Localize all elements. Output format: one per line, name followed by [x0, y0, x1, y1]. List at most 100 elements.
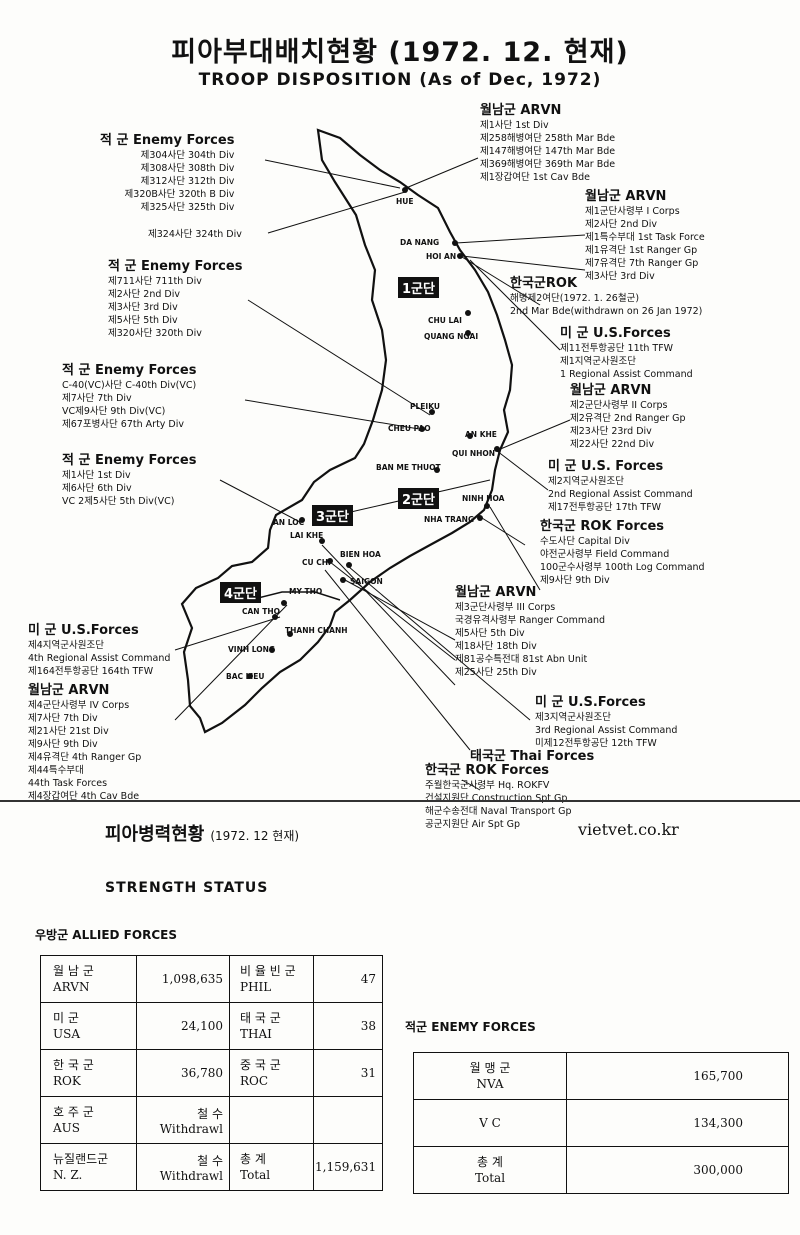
unit-label: 제1사단 1st Div [480, 120, 549, 131]
city-label: NHA TRANG [424, 515, 475, 524]
city-label: CU CHI [302, 558, 331, 567]
unit-label: 제9사단 9th Div [28, 739, 98, 750]
section-divider [0, 800, 800, 802]
unit-label: 국경유격사령부 Ranger Command [455, 615, 606, 626]
leader-lines [174, 157, 586, 791]
unit-label: 제11전투항공단 11th TFW [560, 343, 674, 354]
force-value-cell: 1,098,635 [136, 955, 230, 1003]
unit-label: 3rd Regional Assist Command [535, 725, 678, 736]
city-label: HOI AN [426, 252, 457, 261]
enemy-forces-group: 제324사단 324th Div [148, 228, 242, 241]
force-value-cell: 36,780 [136, 1049, 230, 1097]
corps-badge: 3군단 [312, 505, 353, 526]
unit-label: 제25사단 25th Div [455, 667, 537, 678]
city-label: PLEIKU [410, 402, 440, 411]
unit-label: 제320B사단 320th B Div [124, 189, 235, 200]
unit-label: 건설지원단 Construction Spt Gp [425, 793, 568, 804]
group-header: 미 군 U.S.Forces [535, 695, 646, 710]
unit-label: 제22사단 22nd Div [570, 439, 655, 450]
unit-label: 4th Regional Assist Command [28, 653, 171, 664]
unit-label: 제711사단 711th Div [108, 276, 202, 287]
unit-label: 2nd Mar Bde(withdrawn on 26 Jan 1972) [510, 306, 703, 317]
unit-label: 제164전투항공단 164th TFW [28, 666, 154, 677]
unit-label: 야전군사령부 Field Command [540, 549, 670, 560]
group-header: 월남군 ARVN [28, 683, 110, 698]
group-header: 한국군 ROK Forces [425, 763, 550, 778]
unit-label: 제1사단 1st Div [62, 470, 131, 481]
unit-label: 제7유격단 7th Ranger Gp [585, 258, 699, 269]
unit-label: 제2군단사령부 II Corps [570, 400, 668, 411]
group-header: 월남군 ARVN [570, 383, 652, 398]
map-title: 피아부대배치현황 (1972. 12. 현재) [171, 37, 629, 68]
unit-label: 100군수사령부 100th Log Command [540, 562, 705, 573]
unit-label: 제3지역군사원조단 [535, 712, 611, 723]
unit-label: VC제9사단 9th Div(VC) [62, 406, 166, 417]
strength-title: 피아병력현황(1972. 12 현재) [105, 824, 300, 845]
group-header: 적 군 Enemy Forces [62, 453, 197, 468]
city-label: AN LOC [273, 518, 305, 527]
unit-label: 제81공수특전대 81st Abn Unit [455, 654, 588, 665]
force-value-cell: 165,700 [566, 1052, 789, 1100]
corps-badge: 1군단 [398, 277, 439, 298]
unit-label: 제147해병여단 147th Mar Bde [480, 146, 616, 157]
city-label: THANH CHANH [285, 626, 348, 635]
unit-label: 제67포병사단 67th Arty Div [62, 419, 185, 430]
unit-label: 제18사단 18th Div [455, 641, 537, 652]
unit-label: 제21사단 21st Div [28, 726, 109, 737]
us-forces-group: 미 군 U.S.Forces 제3지역군사원조단 3rd Regional Assi… [535, 694, 677, 750]
group-header: 월남군 ARVN [480, 103, 562, 118]
unit-label: 제5사단 5th Div [108, 315, 178, 326]
enemy-forces-group: 적 군 Enemy Forces 제1사단 1st Div 제6사단 6th Div… [62, 452, 196, 508]
unit-label: 제44특수부대 [28, 765, 84, 776]
group-header: 한국군 ROK Forces [540, 519, 665, 534]
unit-label: VC 2제5사단 5th Div(VC) [62, 496, 175, 507]
unit-label: 제6사단 6th Div [62, 483, 132, 494]
unit-label: 제3사단 3rd Div [585, 271, 655, 282]
unit-label: 제308사단 308th Div [140, 163, 235, 174]
city-label: BAC LIEU [226, 672, 265, 681]
force-value-cell: 24,100 [136, 1002, 230, 1050]
unit-label: 44th Task Forces [28, 778, 108, 789]
vietnam-map [174, 128, 586, 791]
strength-subtitle: STRENGTH STATUS [105, 880, 269, 896]
city-label: SAIGON [350, 577, 383, 586]
group-header: 월남군 ARVN [455, 585, 537, 600]
unit-label: 제325사단 325th Div [140, 202, 235, 213]
force-value-cell: 31 [312, 1049, 384, 1097]
force-value-cell: 1,159,631 [312, 1143, 384, 1191]
group-header: 미 군 U.S. Forces [548, 459, 664, 474]
city-label: QUANG NGAI [424, 332, 479, 341]
city-label: HUE [396, 197, 414, 206]
city-label: DA NANG [400, 238, 440, 247]
unit-label: 제5사단 5th Div [455, 628, 525, 639]
enemy-heading: 적군 ENEMY FORCES [405, 1020, 536, 1034]
city-label: CAN THO [242, 607, 280, 616]
unit-label: 공군지원단 Air Spt Gp [425, 819, 520, 830]
unit-label: 제4지역군사원조단 [28, 640, 104, 651]
city-label: BAN ME THUOT [376, 463, 441, 472]
unit-label: 제320사단 320th Div [108, 328, 202, 339]
group-header: 적 군 Enemy Forces [62, 363, 197, 378]
unit-label: 제324사단 324th Div [148, 229, 242, 240]
unit-label: 제2사단 2nd Div [585, 219, 657, 230]
unit-label: 제304사단 304th Div [140, 150, 235, 161]
